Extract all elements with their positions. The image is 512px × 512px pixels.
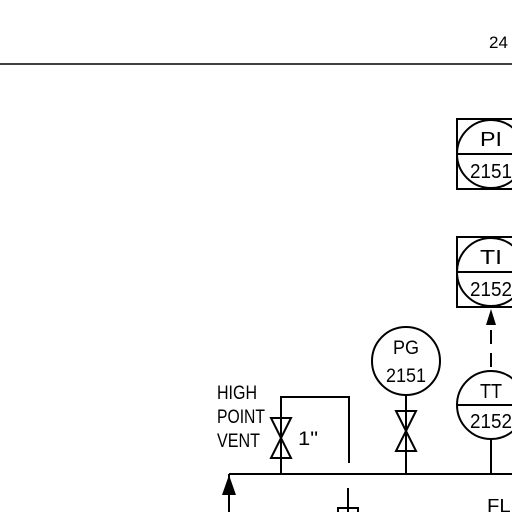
lower-branch-fitting <box>337 507 359 512</box>
ti-number: 2152 <box>470 279 512 301</box>
flow-arrow-icon <box>222 475 236 495</box>
pg-isolation-valve[interactable] <box>394 410 418 452</box>
pi-tag: PI <box>480 129 502 151</box>
gate-valve-icon <box>269 417 293 459</box>
ti-2152-instrument[interactable]: TI 2152 <box>456 236 512 308</box>
pi-number: 2151 <box>470 161 512 183</box>
pg-2151-gauge[interactable]: PG 2151 <box>371 326 441 396</box>
tt-2152-transmitter[interactable]: TT 2152 <box>456 370 512 440</box>
pg-number: 2151 <box>386 366 426 387</box>
signal-arrowhead <box>486 309 496 325</box>
high-point-vent-label: HIGH POINT VENT <box>217 383 265 452</box>
vent-valve[interactable] <box>269 417 293 459</box>
vent-label-line1: HIGH <box>217 383 257 404</box>
gate-valve-icon <box>394 410 418 452</box>
pg-tag: PG <box>393 338 419 359</box>
tt-tag: TT <box>480 381 502 403</box>
tt-number: 2152 <box>470 411 512 433</box>
partial-label: FLF <box>487 496 512 512</box>
vent-label-line2: POINT <box>217 407 265 428</box>
sheet-number: 24 <box>489 33 508 52</box>
signal-line <box>486 309 496 367</box>
vent-label-line3: VENT <box>217 431 260 452</box>
pi-2151-instrument[interactable]: PI 2151 <box>456 118 512 190</box>
ti-tag: TI <box>480 247 502 269</box>
vent-valve-size: 1" <box>298 429 318 450</box>
vent-pipe <box>280 396 350 474</box>
